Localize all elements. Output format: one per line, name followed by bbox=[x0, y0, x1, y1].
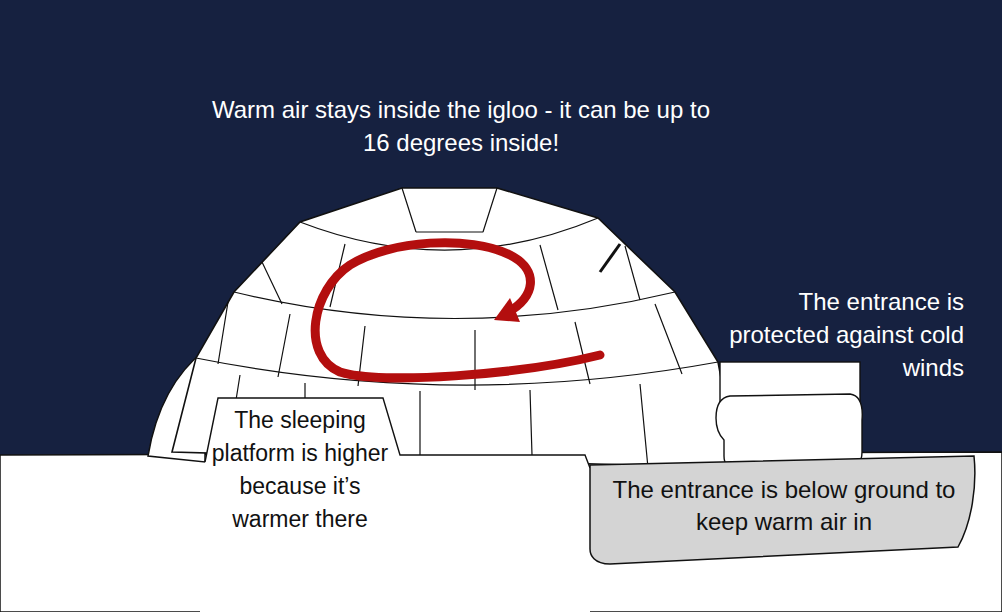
callout-label: The entrance is protected against cold w… bbox=[702, 285, 964, 384]
cap-block bbox=[402, 188, 497, 232]
callout-label: Warm air stays inside the igloo - it can… bbox=[206, 93, 716, 159]
block-ring bbox=[234, 292, 675, 319]
callout-label: The sleeping platform is higher because … bbox=[208, 404, 392, 536]
platform-fill bbox=[200, 398, 590, 612]
underground-region: The entrance is below ground to keep war… bbox=[588, 455, 980, 567]
block-seam bbox=[600, 244, 620, 272]
region-label: The entrance is below ground to keep war… bbox=[588, 455, 980, 538]
arrow-head bbox=[494, 298, 520, 322]
warm-air-arrow bbox=[315, 243, 600, 378]
